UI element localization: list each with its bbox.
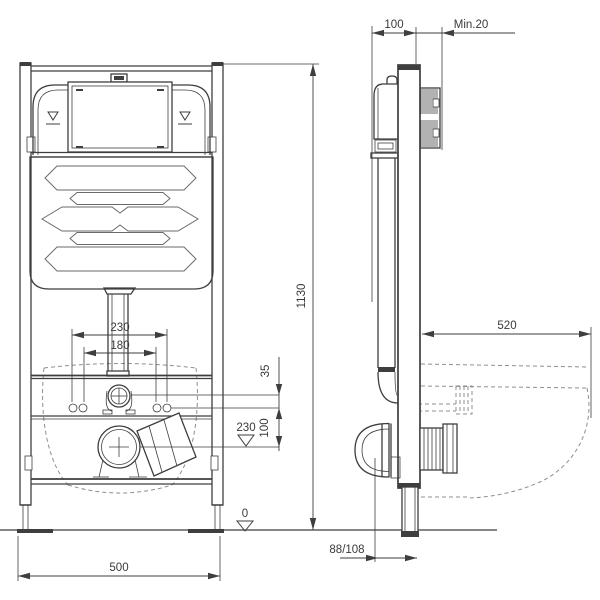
dim-label-outlet-distance: 88/108 xyxy=(329,544,364,556)
dim-outlet-distance: 88/108 xyxy=(329,458,417,562)
dim-label-wall-clearance: Min.20 xyxy=(454,19,489,31)
flush-pipe-side xyxy=(377,158,399,404)
level-marker-floor: 0 xyxy=(235,508,255,532)
dim-label-bowl-depth: 520 xyxy=(497,320,516,332)
dim-label-frame-depth: 100 xyxy=(384,19,403,31)
front-view xyxy=(17,62,224,533)
dim-label-drain-offset: 100 xyxy=(259,418,271,437)
dim-frame-depth: 100 Min.20 xyxy=(371,19,515,302)
crossbar-upper xyxy=(31,374,212,420)
access-panel xyxy=(67,81,173,153)
level-marker-drain: 230 xyxy=(236,422,256,447)
dimensions: 100 Min.20 1130 520 xyxy=(17,19,592,581)
cistern-side xyxy=(370,75,399,159)
dim-frame-height: 1130 xyxy=(223,63,319,530)
bowl-outline-front-dashed xyxy=(42,363,198,494)
bowl-outline-side-dashed xyxy=(397,363,590,499)
dim-label-frame-width: 500 xyxy=(109,562,128,574)
flush-pipe-front xyxy=(102,287,137,377)
side-view xyxy=(354,64,590,537)
cistern-tank xyxy=(29,156,214,290)
dim-offsets-right: 35 100 230 xyxy=(131,357,283,451)
water-inlet-valve xyxy=(102,384,136,415)
water-level-icon xyxy=(46,111,192,125)
dim-label-drain-height: 230 xyxy=(236,422,255,434)
dim-label-bolt-inner: 180 xyxy=(110,340,129,352)
crossbar-lower xyxy=(31,478,212,485)
frame-channel-side xyxy=(397,64,421,489)
dim-frame-width: 500 xyxy=(17,536,221,581)
drain-pipe xyxy=(401,486,419,537)
dim-bolt-spacing: 230 180 xyxy=(71,322,168,402)
drain-elbow-side xyxy=(354,422,401,479)
dim-label-floor-level: 0 xyxy=(242,508,248,520)
dim-label-bolt-outer: 230 xyxy=(110,322,129,334)
wall-plate xyxy=(418,87,441,149)
outlet-connector xyxy=(419,423,458,474)
drain-outlet-front xyxy=(93,412,197,478)
dim-label-supply-offset: 35 xyxy=(260,365,272,378)
mounting-bolts xyxy=(68,403,172,413)
dim-label-frame-height: 1130 xyxy=(296,284,308,309)
dim-bowl-depth: 520 xyxy=(422,320,592,418)
frame-feet xyxy=(17,504,224,533)
